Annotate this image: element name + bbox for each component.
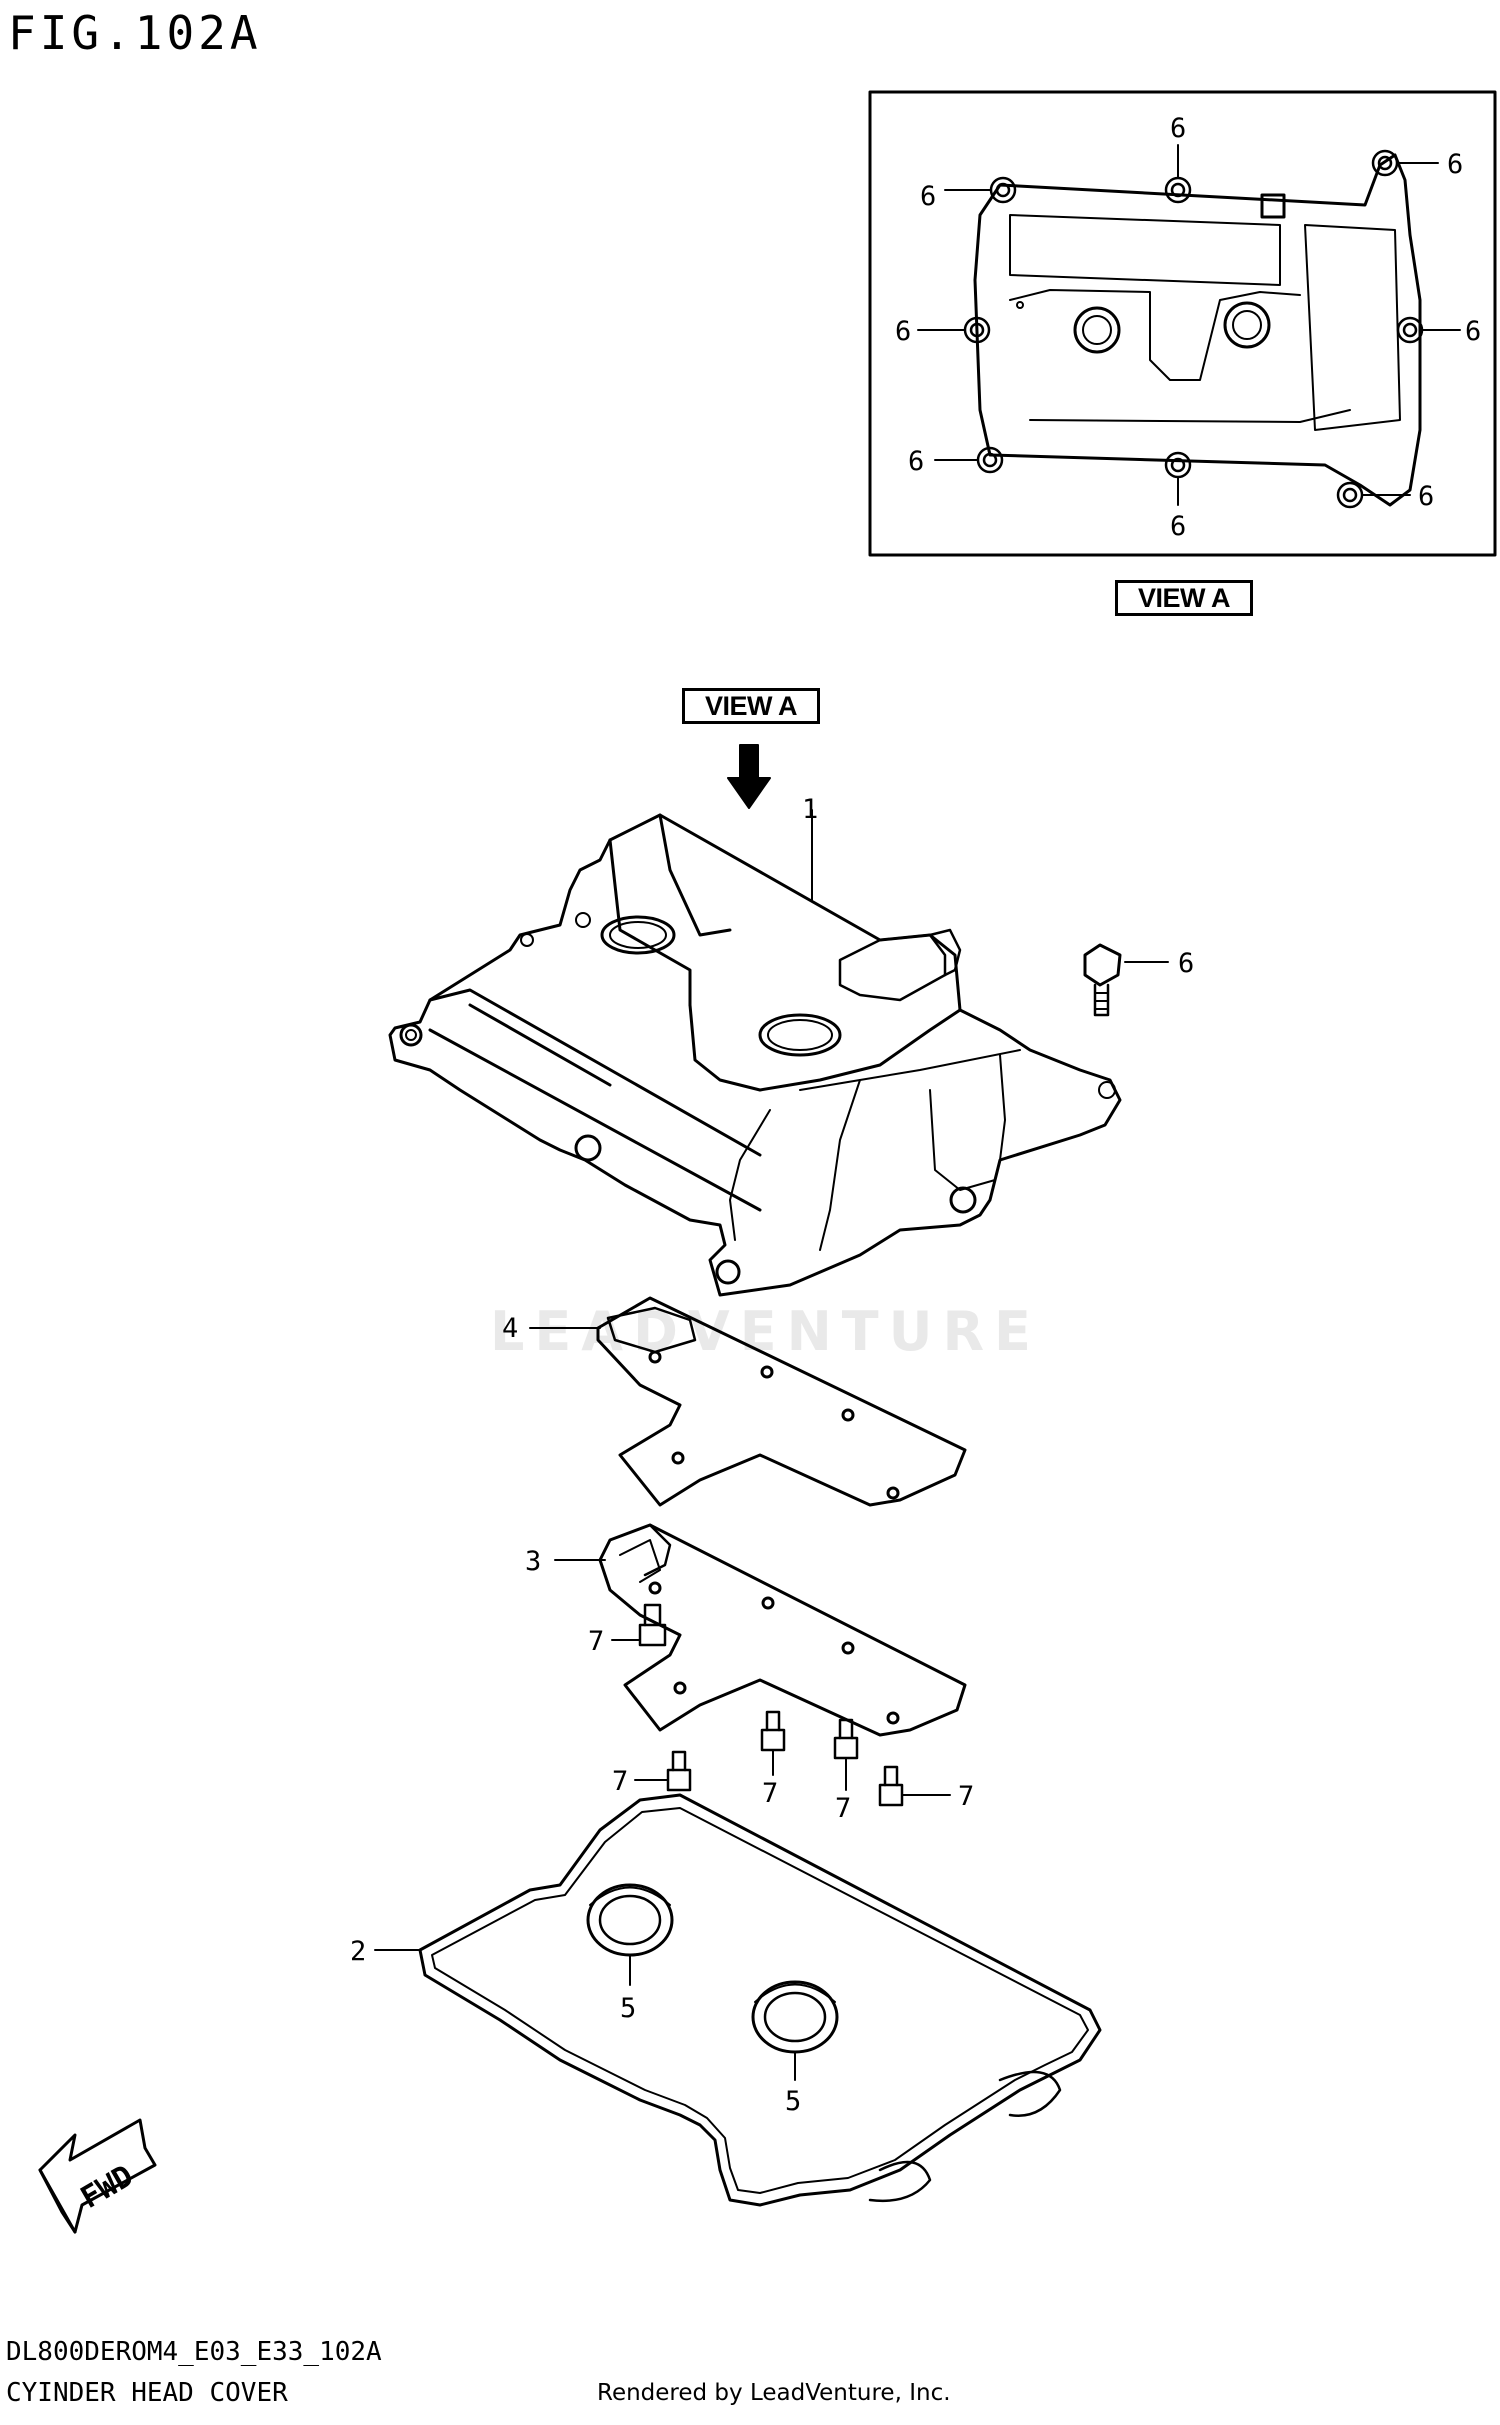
callout-seal-b: 5 xyxy=(785,2086,801,2117)
callout-bolt-7-e: 7 xyxy=(958,1781,974,1812)
figure-name: CYINDER HEAD COVER xyxy=(6,2378,288,2408)
inset-callout-bottom-left: 6 xyxy=(908,446,924,477)
callout-bolt-7-a: 7 xyxy=(588,1626,604,1657)
inset-callout-bottom-right: 6 xyxy=(1418,481,1434,512)
callout-gasket: 2 xyxy=(350,1936,366,1967)
inset-callout-top-left: 6 xyxy=(920,181,936,212)
inset-cover-underside xyxy=(917,144,1461,509)
seal-a xyxy=(586,1883,674,1986)
inset-view-label: VIEW A xyxy=(1115,580,1253,616)
figure-title: FIG.102A xyxy=(8,6,262,60)
callout-bolt-6: 6 xyxy=(1178,948,1194,979)
callout-bolt-7-c: 7 xyxy=(762,1778,778,1809)
callout-plate: 3 xyxy=(525,1546,541,1577)
cover-gasket xyxy=(374,1793,1102,2207)
inset-callout-left: 6 xyxy=(895,316,911,347)
bolt-6 xyxy=(1083,943,1169,1017)
plate xyxy=(554,1523,967,1737)
callout-plate-gasket: 4 xyxy=(502,1313,518,1344)
bolts-7 xyxy=(611,1603,951,1807)
callout-bolt-7-b: 7 xyxy=(612,1766,628,1797)
callout-cover: 1 xyxy=(802,794,818,825)
main-view-label: VIEW A xyxy=(682,688,820,724)
seal-b xyxy=(751,1980,839,2081)
inset-frame xyxy=(868,90,1497,557)
model-code: DL800DEROM4_E03_E33_102A xyxy=(6,2337,382,2367)
inset-callout-right: 6 xyxy=(1465,316,1481,347)
view-direction-arrow xyxy=(727,744,771,809)
fwd-arrow-icon xyxy=(38,2118,157,2234)
rendered-by-credit: Rendered by LeadVenture, Inc. xyxy=(597,2380,951,2406)
callout-bolt-7-d: 7 xyxy=(835,1793,851,1824)
plate-gasket xyxy=(529,1296,967,1507)
inset-callout-top: 6 xyxy=(1170,113,1186,144)
callout-seal-a: 5 xyxy=(620,1993,636,2024)
cylinder-head-cover xyxy=(388,813,1122,1297)
inset-callout-bottom: 6 xyxy=(1170,511,1186,542)
inset-callout-top-right: 6 xyxy=(1447,149,1463,180)
